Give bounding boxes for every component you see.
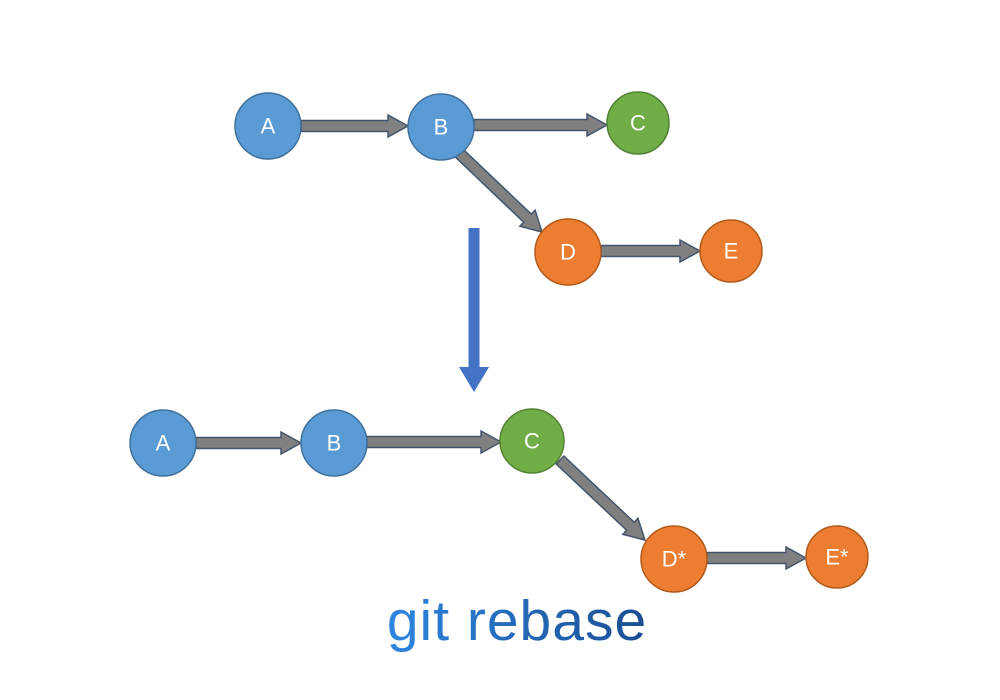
after-edge-dstar-estar bbox=[706, 545, 808, 571]
after-edge-a-b bbox=[195, 430, 303, 456]
before-node-b: B bbox=[407, 93, 475, 161]
after-edge-c-dstar bbox=[555, 454, 647, 542]
after-node-a-label: A bbox=[156, 431, 171, 456]
before-node-b-circle bbox=[407, 93, 475, 161]
after-node-estar: E* bbox=[805, 525, 869, 589]
before-node-e-label: E bbox=[724, 239, 739, 264]
before-node-c: C bbox=[606, 91, 670, 155]
before-node-a: A bbox=[234, 92, 302, 160]
before-node-e: E bbox=[699, 219, 763, 283]
before-edge-a-b bbox=[300, 113, 410, 139]
after-node-dstar: D* bbox=[640, 525, 708, 593]
diagram-title: git rebase bbox=[387, 589, 647, 653]
after-node-c: C bbox=[499, 408, 565, 474]
before-node-d: D bbox=[534, 218, 602, 286]
before-node-d-label: D bbox=[560, 240, 576, 265]
after-node-a: A bbox=[129, 409, 197, 477]
after-node-dstar-circle bbox=[640, 525, 708, 593]
before-edge-d-e bbox=[600, 238, 702, 264]
after-node-b: B bbox=[300, 409, 368, 477]
after-node-c-circle bbox=[499, 408, 565, 474]
after-node-dstar-label: D* bbox=[662, 547, 687, 572]
after-node-b-circle bbox=[300, 409, 368, 477]
before-node-c-label: C bbox=[630, 111, 646, 136]
after-node-estar-label: E* bbox=[825, 545, 849, 570]
before-node-c-circle bbox=[606, 91, 670, 155]
after-node-c-label: C bbox=[524, 429, 540, 454]
after-node-a-circle bbox=[129, 409, 197, 477]
before-graph: A B C D E bbox=[234, 91, 763, 286]
before-node-a-circle bbox=[234, 92, 302, 160]
transform-down-arrow bbox=[459, 228, 489, 392]
after-node-b-label: B bbox=[327, 431, 342, 456]
before-node-b-label: B bbox=[434, 115, 449, 140]
before-node-a-label: A bbox=[261, 114, 276, 139]
before-node-e-circle bbox=[699, 219, 763, 283]
before-edge-b-c bbox=[473, 112, 609, 138]
before-edge-b-d bbox=[453, 146, 544, 234]
before-node-d-circle bbox=[534, 218, 602, 286]
after-edge-b-c bbox=[366, 429, 503, 455]
after-graph: A B C D* E* bbox=[129, 408, 869, 593]
after-node-estar-circle bbox=[805, 525, 869, 589]
